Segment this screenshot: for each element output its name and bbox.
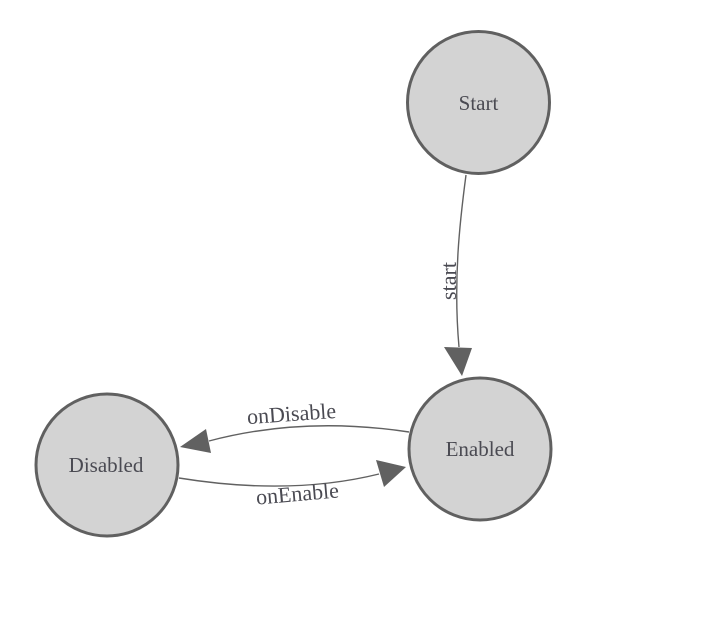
arrowhead-ondisable-icon [180, 429, 211, 453]
state-node-enabled[interactable]: Enabled [407, 376, 553, 522]
edge-enabled-to-disabled: onDisable [180, 398, 410, 453]
edge-start-to-enabled: start [436, 174, 472, 376]
state-node-disabled-label: Disabled [69, 453, 144, 477]
state-node-enabled-circle[interactable] [407, 376, 553, 522]
state-node-disabled[interactable]: Disabled [34, 392, 180, 538]
state-node-disabled-circle[interactable] [34, 392, 180, 538]
state-node-start-label: Start [459, 91, 499, 115]
edge-label-onenable: onEnable [255, 477, 340, 509]
edge-onenable-path [178, 473, 380, 487]
edge-label-ondisable: onDisable [246, 398, 337, 429]
edge-ondisable-path [208, 425, 410, 442]
state-node-start-circle[interactable] [406, 30, 551, 175]
state-node-start[interactable]: Start [406, 30, 551, 175]
state-node-enabled-label: Enabled [446, 437, 515, 461]
edge-label-start: start [436, 262, 461, 300]
edge-start-path [456, 174, 467, 348]
arrowhead-onenable-icon [376, 460, 406, 487]
arrowhead-start-icon [444, 347, 472, 376]
edge-disabled-to-enabled: onEnable [178, 460, 406, 510]
